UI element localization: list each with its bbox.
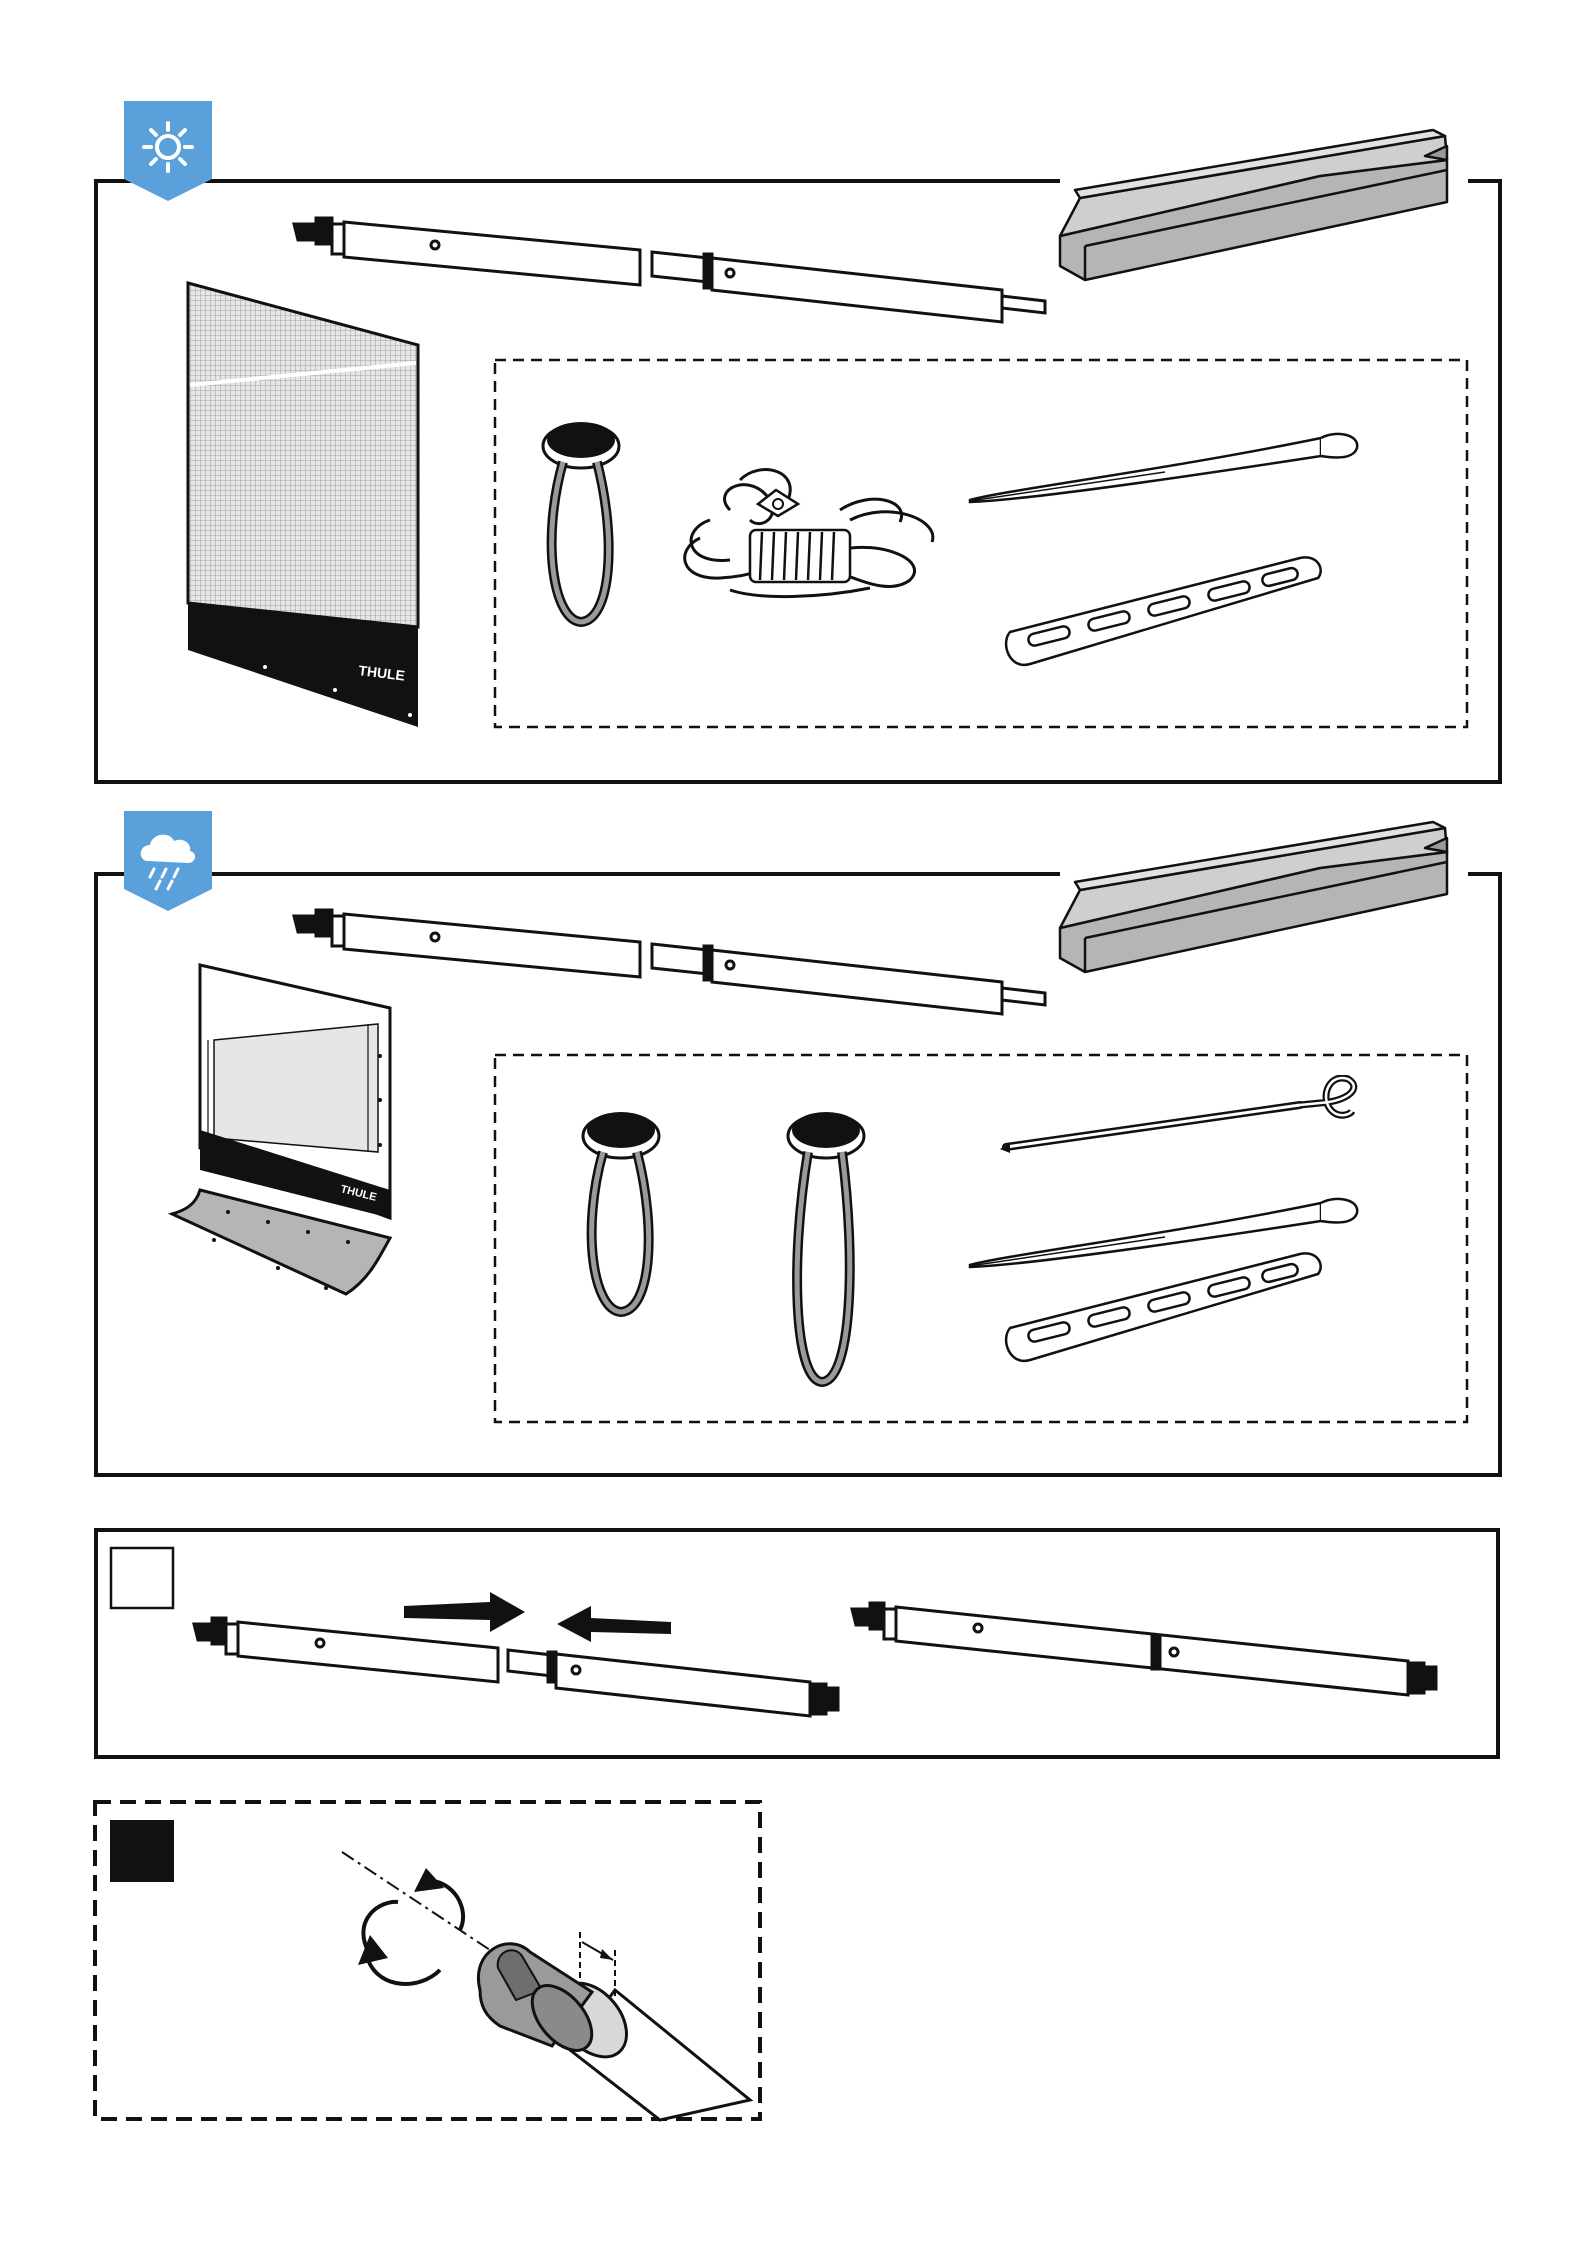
rotate-arrowhead-icon	[414, 1868, 444, 1892]
assembled-pole	[848, 1595, 1448, 1705]
guy-rope	[670, 460, 950, 610]
step-box-empty	[111, 1548, 173, 1608]
long-rubber-loop	[780, 1100, 880, 1390]
step-assemble-panel	[0, 1500, 1587, 1780]
peg-plate	[1000, 1248, 1330, 1368]
hook-peg	[1000, 1075, 1370, 1165]
step-box-filled	[110, 1820, 174, 1882]
push-right-arrow-icon	[400, 1592, 530, 1632]
tent-peg	[965, 420, 1365, 510]
sun-kit-panel: THULE	[0, 0, 1587, 800]
accessories-box	[0, 0, 1587, 800]
rubber-loop	[575, 1100, 675, 1320]
peg-plate	[1000, 552, 1330, 672]
step-adjust-panel	[0, 1780, 800, 2140]
rain-kit-panel: THULE	[0, 800, 1587, 1500]
rotate-arrow-icon	[363, 1880, 463, 1984]
twist-pole-end-illustration	[330, 1840, 760, 2130]
rubber-loop	[535, 410, 635, 630]
push-left-arrow-icon	[555, 1604, 675, 1644]
